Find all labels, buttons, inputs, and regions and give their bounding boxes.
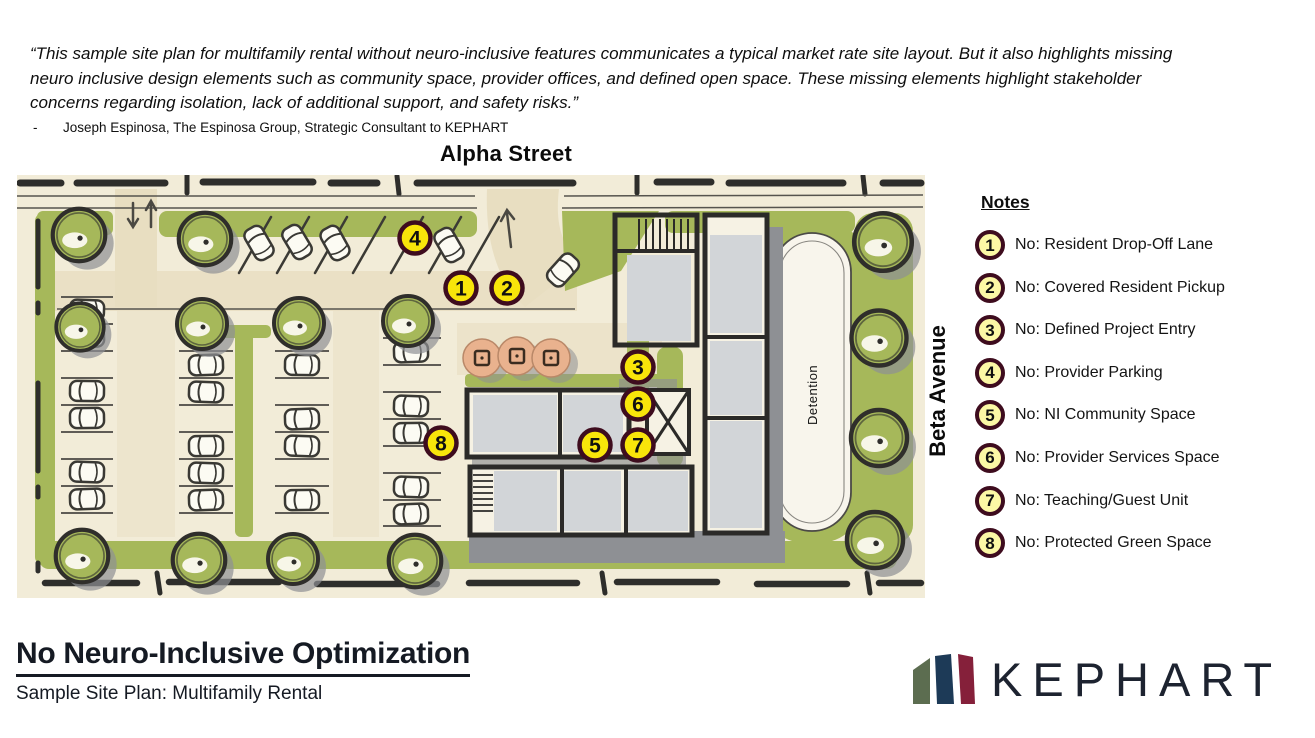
patio-umbrellas [462,336,578,383]
kephart-logo: KEPHART [913,654,1282,704]
plan-marker-7: 7 [620,427,656,463]
svg-text:8: 8 [435,433,447,456]
page-title: No Neuro-Inclusive Optimization [16,637,470,677]
kephart-logo-mark [913,654,975,704]
plan-marker-6: 6 [620,386,656,422]
beta-avenue-label: Beta Avenue [925,325,951,457]
svg-text:3: 3 [632,357,644,380]
plan-marker-2: 2 [489,270,525,306]
note-number-badge: 4 [975,357,1005,388]
svg-text:7: 7 [632,435,644,458]
note-number-badge: 3 [975,315,1005,346]
plan-marker-5: 5 [577,427,613,463]
note-number-badge: 2 [975,272,1005,303]
svg-text:2: 2 [501,278,513,301]
footer-title-block: No Neuro-Inclusive Optimization Sample S… [16,637,470,705]
note-item: 4 No: Provider Parking [975,357,1310,388]
note-item: 2 No: Covered Resident Pickup [975,272,1310,303]
alpha-street-road [16,172,925,209]
site-plan-svg: Detention [16,172,925,598]
note-label: No: Teaching/Guest Unit [1015,491,1189,509]
note-item: 3 No: Defined Project Entry [975,315,1310,346]
svg-text:4: 4 [409,228,421,251]
svg-text:6: 6 [632,394,644,417]
plan-markers: 1 2 3 4 5 6 7 8 [397,220,656,463]
note-label: No: Resident Drop-Off Lane [1015,236,1214,253]
note-label: No: Covered Resident Pickup [1015,278,1225,296]
note-number-badge: 8 [975,528,1005,559]
attribution-text: Joseph Espinosa, The Espinosa Group, Str… [63,120,509,135]
quote-attribution: - Joseph Espinosa, The Espinosa Group, S… [33,120,508,135]
note-label: No: NI Community Space [1015,406,1196,424]
detention-label: Detention [805,365,820,425]
beta-avenue-label-wrap: Beta Avenue [918,296,958,486]
svg-text:1: 1 [455,278,467,301]
note-number-badge: 5 [975,400,1005,431]
note-label: No: Provider Parking [1015,363,1163,381]
note-label: No: Defined Project Entry [1015,321,1196,339]
note-item: 8 No: Protected Green Space [975,528,1310,559]
notes-list: 1 No: Resident Drop-Off Lane 2 No: Covered … [975,230,1310,559]
note-number-badge: 7 [975,485,1005,516]
site-plan: Detention [16,172,925,598]
notes-title: Notes [981,192,1030,212]
plan-marker-1: 1 [443,270,479,306]
attribution-dash: - [33,120,38,135]
quote-text: “This sample site plan for multifamily r… [30,44,1173,112]
note-item: 6 No: Provider Services Space [975,442,1310,473]
note-label: No: Protected Green Space [1015,534,1212,552]
note-item: 1 No: Resident Drop-Off Lane [975,230,1310,260]
notes-panel: Notes 1 No: Resident Drop-Off Lane 2 No: Co… [975,188,1310,571]
note-number-badge: 1 [975,230,1005,260]
plan-marker-8: 8 [423,425,459,461]
alpha-street-label: Alpha Street [440,141,572,166]
buildings [464,212,770,538]
note-label: No: Provider Services Space [1015,448,1220,466]
plan-marker-4: 4 [397,220,433,256]
detention-pond: Detention [772,232,852,532]
traffic-arrows [126,198,516,249]
note-item: 5 No: NI Community Space [975,400,1310,431]
page-subtitle: Sample Site Plan: Multifamily Rental [16,683,323,704]
svg-text:5: 5 [589,435,601,458]
plan-marker-3: 3 [620,349,656,385]
note-item: 7 No: Teaching/Guest Unit [975,485,1310,516]
note-number-badge: 6 [975,442,1005,473]
kephart-logo-text: KEPHART [991,652,1283,706]
